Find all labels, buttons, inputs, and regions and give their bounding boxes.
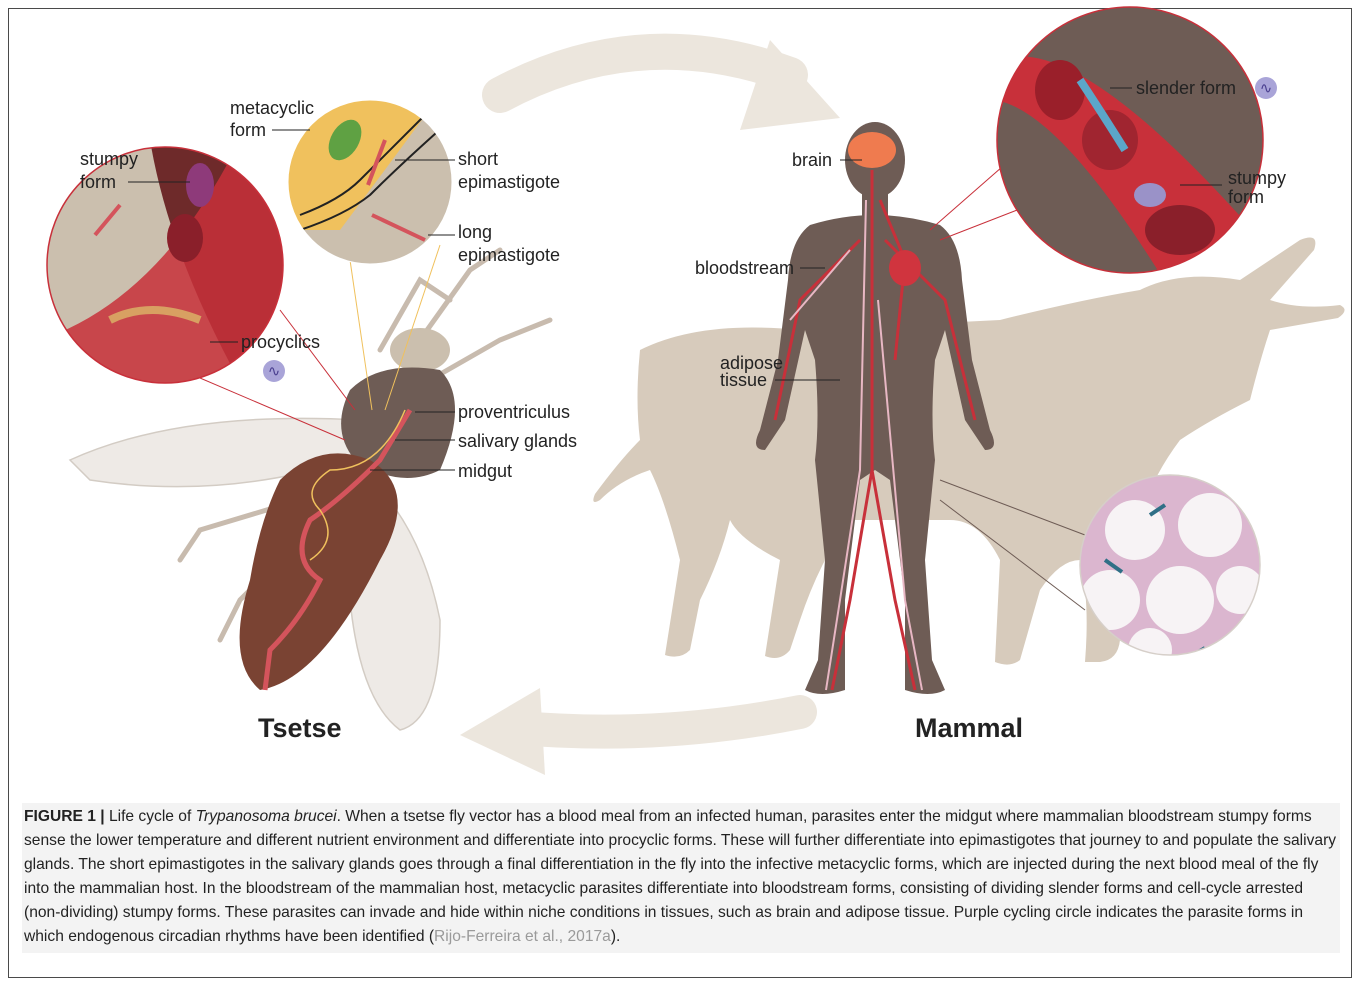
label-brain: brain: [792, 149, 832, 171]
caption-body: . When a tsetse fly vector has a blood m…: [24, 808, 1336, 945]
caption-figure-label: FIGURE 1 |: [24, 808, 105, 825]
caption-lead: Life cycle of: [105, 808, 196, 825]
label-long-epimastigote-line1: long: [458, 221, 492, 243]
heart-organ: [889, 250, 921, 286]
label-long-epimastigote-line2: epimastigote: [458, 244, 560, 266]
label-proventriculus: proventriculus: [458, 401, 570, 423]
label-salivary-glands: salivary glands: [458, 430, 577, 452]
label-metacyclic-form-line1: metacyclic: [230, 97, 314, 119]
label-metacyclic-form-line2: form: [230, 119, 266, 141]
label-adipose-tissue-line2: tissue: [720, 369, 767, 391]
label-bloodstream: bloodstream: [695, 257, 794, 279]
title-tsetse: Tsetse: [258, 713, 342, 744]
caption-paragraph: FIGURE 1 | Life cycle of Trypanosoma bru…: [24, 805, 1338, 949]
cycle-arrow-bottom: [520, 712, 800, 732]
label-stumpy-form-tsetse-line1: stumpy: [80, 148, 138, 170]
cycle-arrow-top: [500, 52, 790, 95]
zoom-bloodstream: [995, 5, 1270, 290]
label-procyclics: procyclics: [241, 331, 320, 353]
label-short-epimastigote-line1: short: [458, 148, 498, 170]
brain-organ: [848, 132, 896, 168]
cycle-arrow-bottom-head: [460, 688, 545, 775]
zoom-salivary: [280, 95, 460, 275]
cycling-circle-icon: ∿: [1255, 77, 1277, 99]
title-mammal: Mammal: [915, 713, 1023, 744]
label-slender-form: slender form: [1136, 77, 1236, 99]
caption-end: ).: [611, 928, 621, 945]
caption-citation-link[interactable]: Rijo-Ferreira et al., 2017a: [434, 928, 611, 945]
caption-species: Trypanosoma brucei: [196, 808, 337, 825]
figure-caption: FIGURE 1 | Life cycle of Trypanosoma bru…: [22, 803, 1340, 953]
label-stumpy-form-mammal-line2: form: [1228, 186, 1264, 208]
label-short-epimastigote-line2: epimastigote: [458, 171, 560, 193]
label-midgut: midgut: [458, 460, 512, 482]
cycling-circle-icon: ∿: [263, 360, 285, 382]
label-stumpy-form-tsetse-line2: form: [80, 171, 116, 193]
